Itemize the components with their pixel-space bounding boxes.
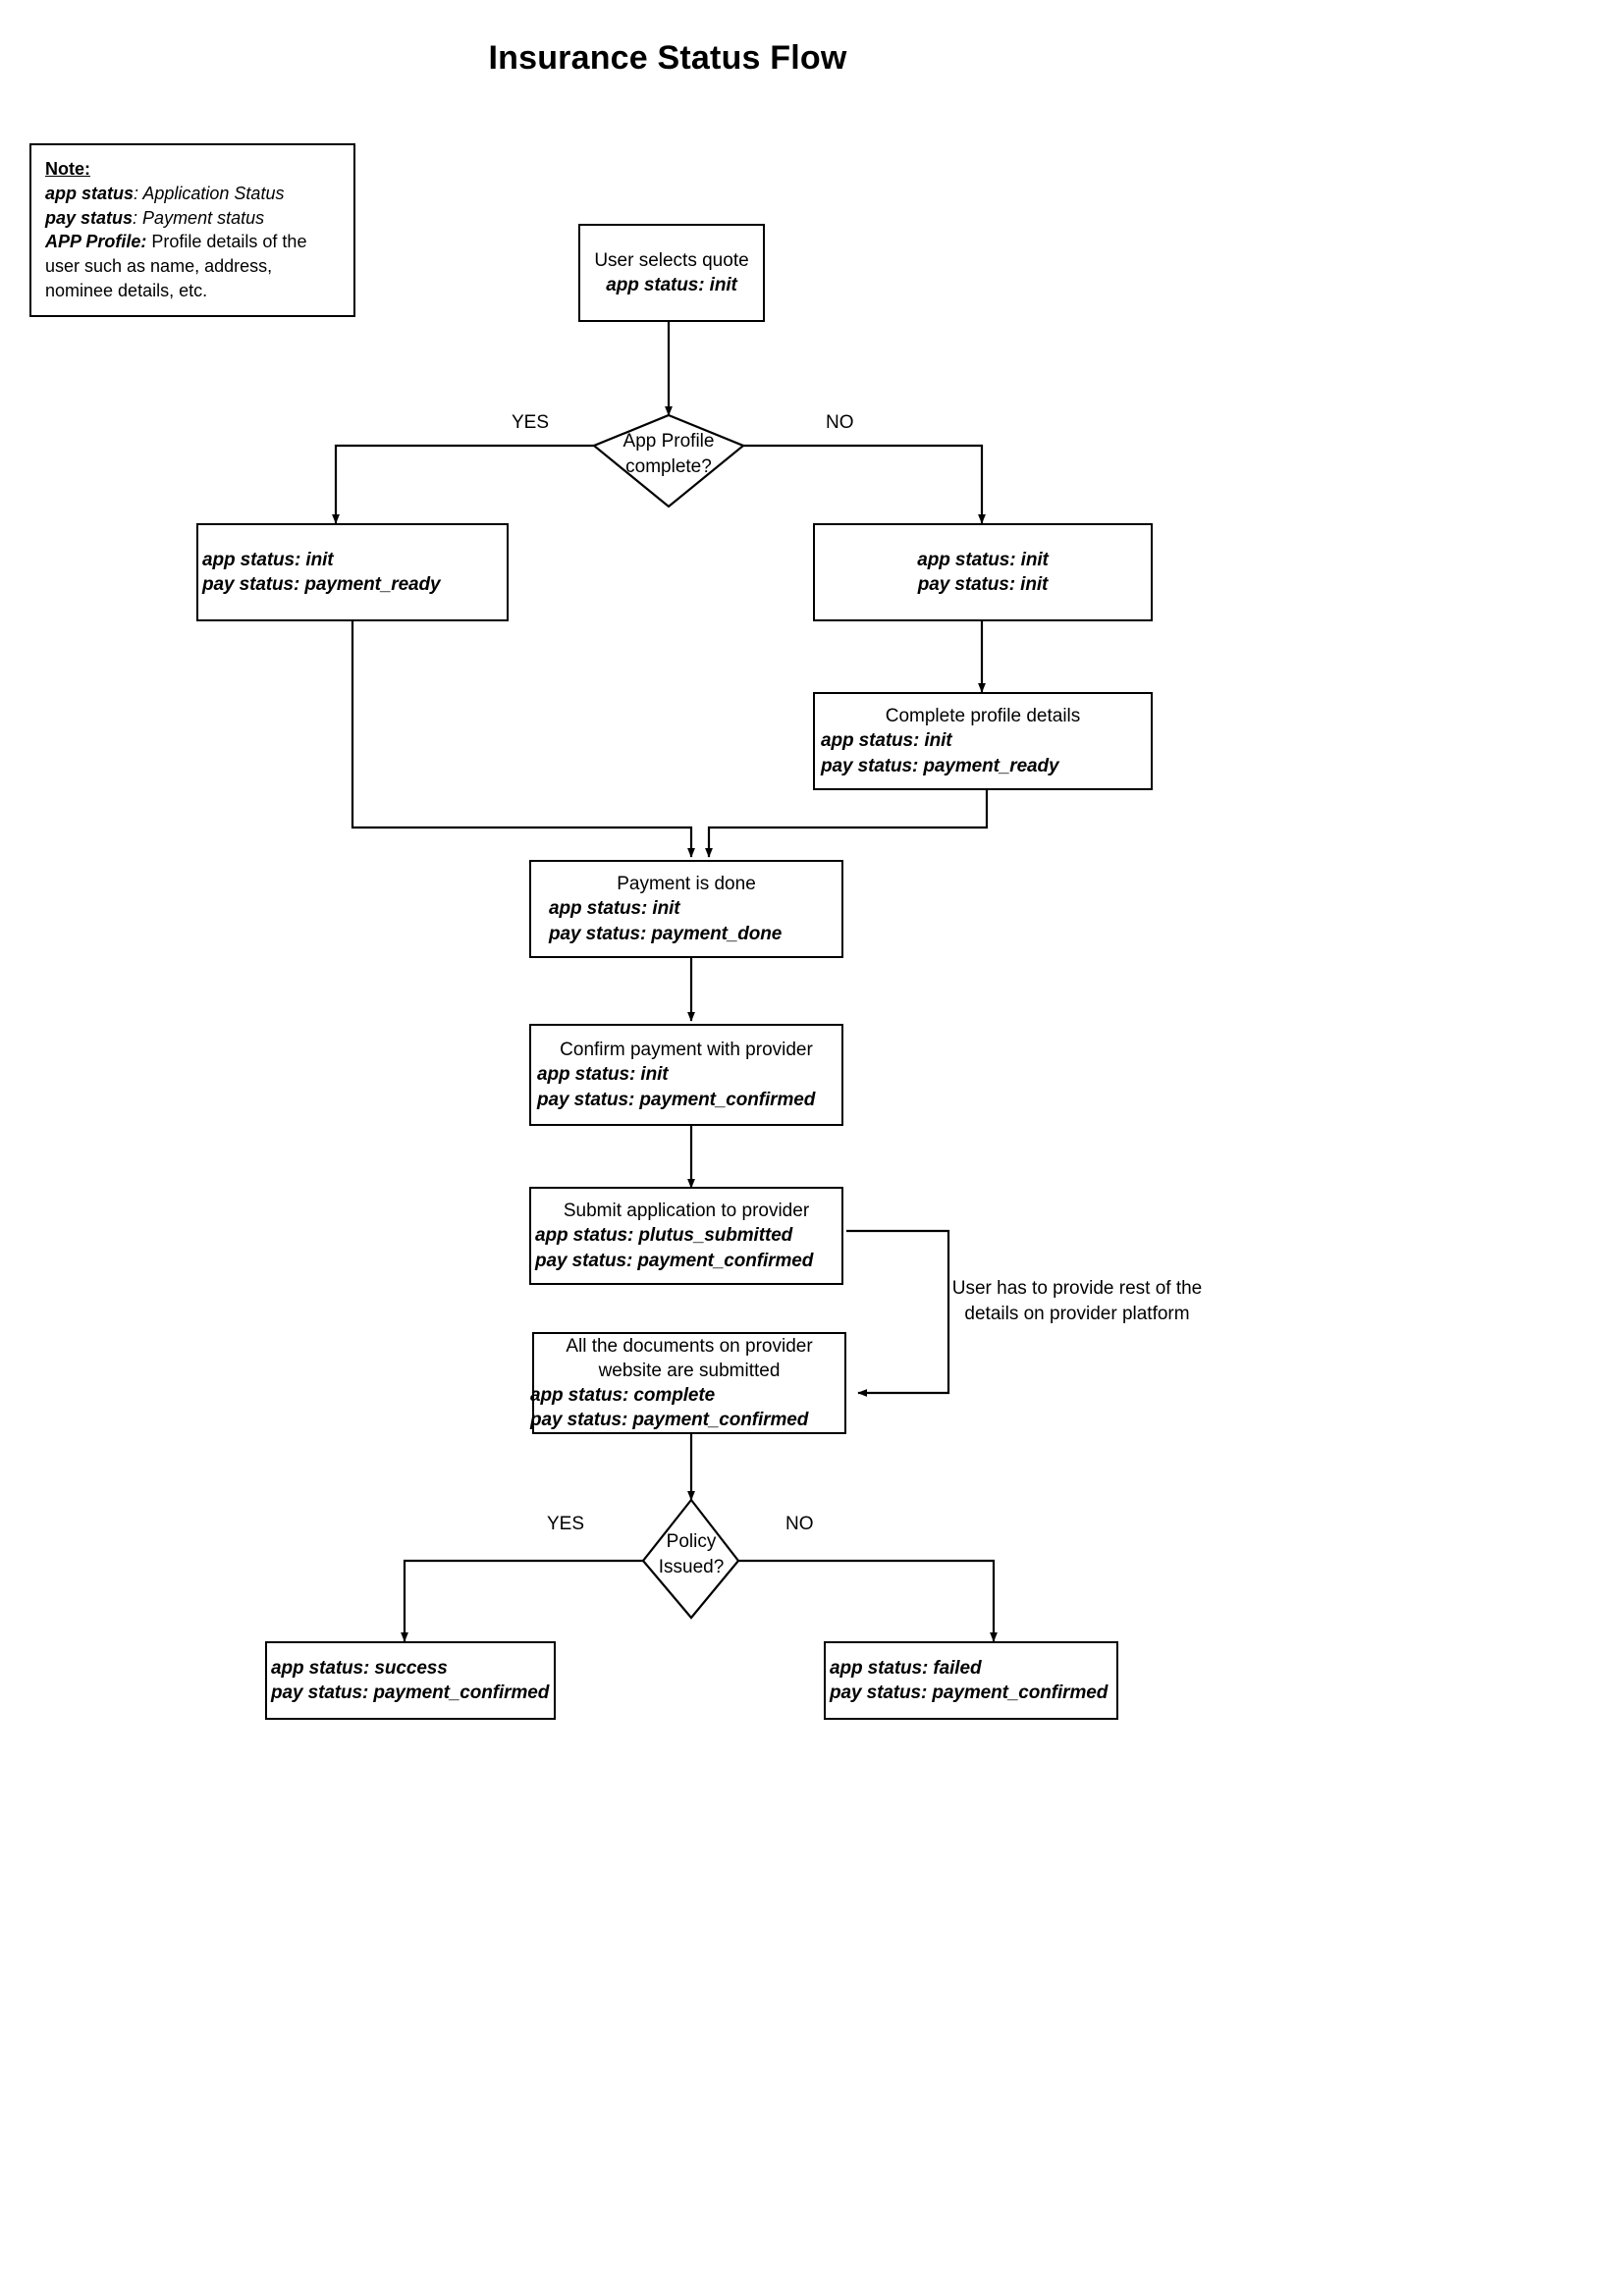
node-outcome-failed[interactable]: app status: failed pay status: payment_c… bbox=[824, 1641, 1118, 1720]
provider-platform-annotation: User has to provide rest of the details … bbox=[945, 1276, 1210, 1326]
edge-label-no-bottom: NO bbox=[785, 1514, 814, 1534]
note-box: Note: app status: Application Status pay… bbox=[29, 143, 355, 317]
decision1-line: complete? bbox=[625, 455, 712, 477]
node-line: app status: init bbox=[606, 275, 737, 295]
note-def-0: : Application Status bbox=[134, 183, 285, 203]
node-line: User selects quote bbox=[594, 249, 749, 271]
node-line: Submit application to provider bbox=[563, 1201, 810, 1222]
node-line: app status: init bbox=[821, 730, 952, 752]
node-line: app status: init bbox=[202, 549, 334, 570]
edge-decision2-yes bbox=[401, 1559, 643, 1642]
node-line: app status: failed bbox=[830, 1657, 982, 1679]
note-term-2: APP Profile: bbox=[45, 232, 147, 252]
node-line: app status: init bbox=[537, 1064, 669, 1086]
note-heading: Note: bbox=[45, 159, 90, 179]
node-line: pay status: payment_confirmed bbox=[271, 1682, 550, 1703]
node-line: app status: success bbox=[271, 1657, 448, 1679]
decision1-line: App Profile bbox=[622, 431, 715, 452]
note-def-2: Profile details of the user such as name… bbox=[45, 232, 307, 301]
node-line: pay status: payment_confirmed bbox=[830, 1682, 1109, 1703]
node-yes-branch-payment-ready[interactable]: app status: init pay status: payment_rea… bbox=[196, 523, 509, 621]
node-line: Confirm payment with provider bbox=[560, 1040, 813, 1061]
node-payment-is-done[interactable]: Payment is done app status: init pay sta… bbox=[529, 860, 843, 958]
node-line: pay status: init bbox=[917, 574, 1049, 595]
node-line: All the documents on provider bbox=[566, 1335, 813, 1357]
node-line: app status: init bbox=[917, 549, 1049, 570]
node-documents-submitted[interactable]: All the documents on provider website ar… bbox=[530, 1332, 846, 1434]
decision2-label[interactable]: Policy Issued? bbox=[630, 1529, 752, 1579]
edge-completeprofile-to-payment bbox=[705, 790, 989, 858]
decision2-line: Issued? bbox=[658, 1556, 725, 1577]
edge-label-no-top: NO bbox=[826, 412, 854, 433]
node-outcome-success[interactable]: app status: success pay status: payment_… bbox=[265, 1641, 556, 1720]
note-line-2: APP Profile: Profile details of the user… bbox=[45, 230, 340, 302]
edge-label-yes-top: YES bbox=[512, 412, 550, 433]
node-line: app status: complete bbox=[530, 1385, 716, 1406]
decision1-label[interactable]: App Profile complete? bbox=[594, 429, 743, 479]
node-line: pay status: payment_done bbox=[549, 923, 783, 944]
annotation-line-2: details on provider platform bbox=[964, 1303, 1190, 1324]
node-complete-profile-details[interactable]: Complete profile details app status: ini… bbox=[813, 692, 1153, 790]
note-line-1: pay status: Payment status bbox=[45, 206, 340, 231]
annotation-line-1: User has to provide rest of the bbox=[951, 1278, 1203, 1299]
note-def-1: : Payment status bbox=[133, 207, 265, 228]
node-user-selects-quote[interactable]: User selects quote app status: init bbox=[578, 224, 765, 322]
note-term-1: pay status bbox=[45, 207, 134, 228]
decision2-line: Policy bbox=[666, 1531, 717, 1552]
edge-decision1-no bbox=[743, 444, 986, 524]
node-line: app status: plutus_submitted bbox=[535, 1225, 793, 1247]
node-confirm-payment-with-provider[interactable]: Confirm payment with provider app status… bbox=[529, 1024, 843, 1126]
page-title: Insurance Status Flow bbox=[488, 39, 847, 77]
note-term-0: app status bbox=[45, 183, 135, 203]
node-line: Complete profile details bbox=[885, 706, 1081, 727]
edge-label-yes-bottom: YES bbox=[547, 1514, 585, 1534]
decision2-diamond-shape bbox=[641, 1498, 740, 1620]
node-line: website are submitted bbox=[598, 1360, 781, 1381]
node-no-branch-init[interactable]: app status: init pay status: init bbox=[813, 523, 1153, 621]
note-line-0: app status: Application Status bbox=[45, 182, 340, 206]
node-line: pay status: payment_ready bbox=[821, 755, 1059, 776]
edge-ready-to-payment bbox=[351, 621, 695, 858]
node-line: pay status: payment_confirmed bbox=[535, 1250, 814, 1271]
node-line: pay status: payment_confirmed bbox=[530, 1410, 809, 1431]
node-line: pay status: payment_confirmed bbox=[537, 1089, 816, 1110]
node-line: app status: init bbox=[549, 898, 680, 920]
decision1-diamond-shape bbox=[591, 413, 746, 508]
node-line: Payment is done bbox=[617, 874, 756, 895]
edge-decision2-no bbox=[738, 1559, 998, 1642]
edge-submit-feedback-loop bbox=[846, 1229, 950, 1397]
node-line: pay status: payment_ready bbox=[202, 574, 441, 595]
node-submit-application-to-provider[interactable]: Submit application to provider app statu… bbox=[529, 1187, 843, 1285]
edge-decision1-yes bbox=[332, 444, 594, 524]
